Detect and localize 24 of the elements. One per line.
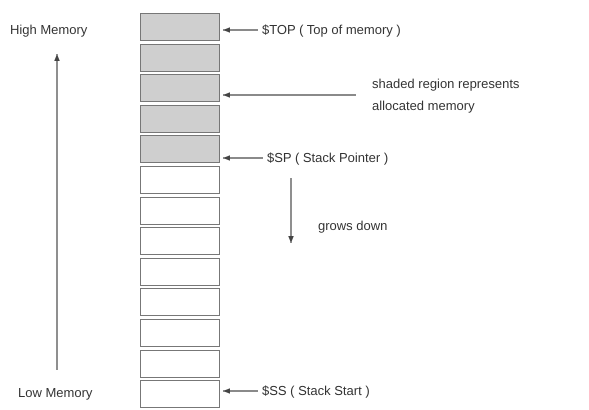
memory-cell bbox=[140, 166, 220, 194]
leader-arrow bbox=[223, 92, 356, 98]
memory-label: High Memory bbox=[10, 22, 88, 38]
pointer-label: shaded region represents allocated memory bbox=[372, 73, 542, 117]
memory-cell bbox=[140, 74, 220, 102]
memory-cell bbox=[140, 288, 220, 316]
memory-cell bbox=[140, 350, 220, 378]
memory-cell bbox=[140, 44, 220, 72]
memory-cell bbox=[140, 13, 220, 41]
memory-cell bbox=[140, 380, 220, 408]
memory-cell bbox=[140, 104, 220, 133]
memory-cell bbox=[140, 319, 220, 347]
memory-label: grows down bbox=[318, 218, 388, 234]
leader-arrow bbox=[223, 155, 263, 161]
memory-cell bbox=[140, 196, 220, 225]
pointer-label: $SS ( Stack Start ) bbox=[262, 383, 370, 399]
leader-arrow bbox=[223, 388, 258, 394]
memory-cell bbox=[140, 135, 220, 164]
leader-arrow bbox=[223, 27, 258, 33]
memory-cell bbox=[140, 258, 220, 286]
pointer-label: $SP ( Stack Pointer ) bbox=[267, 150, 388, 166]
memory-label: Low Memory bbox=[18, 385, 92, 401]
memory-cell bbox=[140, 227, 220, 256]
pointer-label: $TOP ( Top of memory ) bbox=[262, 22, 401, 38]
